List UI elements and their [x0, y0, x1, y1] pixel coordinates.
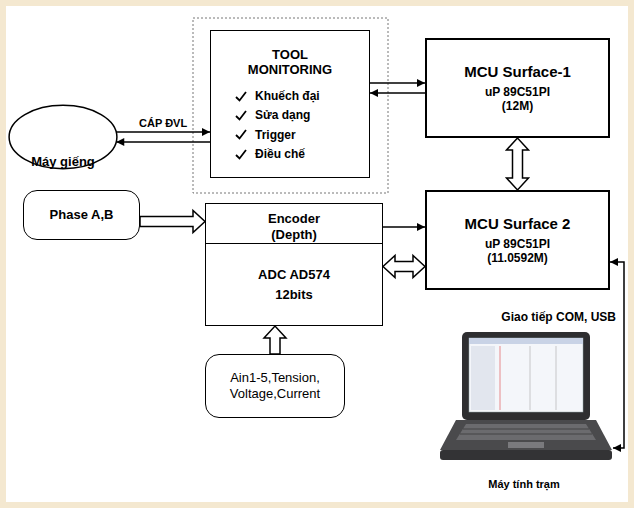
signal-source-box: Phase A,B — [23, 190, 140, 240]
node-title: MCU Surface 2 — [465, 215, 571, 233]
edge-label: CÁP ĐVL — [137, 117, 189, 129]
node-content: MCU Surface 2 uP 89C51PI(11.0592M) — [465, 215, 571, 266]
check-stroke — [236, 92, 246, 101]
signal-line — [116, 132, 210, 133]
signal-line — [610, 262, 624, 448]
node-detail: (12M) — [502, 99, 533, 113]
list-item-text: Điều chế — [255, 147, 305, 161]
node-title: Phase A,B — [50, 207, 114, 223]
signal-line — [383, 227, 425, 228]
mcu-box: MCU Surface 2 uP 89C51PI(11.0592M) — [425, 190, 610, 290]
tool-monitoring-box: TOOL MONITORING Khuếch đạiSửa dạngTrigger… — [210, 30, 370, 178]
check-mark — [235, 91, 247, 102]
check-stroke — [236, 111, 246, 120]
check-mark — [235, 110, 247, 121]
connector-line — [370, 92, 425, 94]
node-content: TOOL MONITORING Khuếch đạiSửa dạngTrigger… — [235, 47, 345, 162]
check-item: Điều chế — [235, 147, 305, 161]
laptop-illustration — [440, 332, 612, 460]
check-item: Sửa dạng — [235, 108, 310, 122]
connector-line — [116, 131, 210, 133]
block-arrow — [383, 256, 425, 278]
node-title: Ain1-5,Tension, Voltage,Current — [216, 370, 334, 401]
block-arrow — [140, 211, 205, 233]
block-arrow-shape — [507, 138, 529, 190]
check-item: Trigger — [235, 128, 296, 142]
signal-line — [370, 93, 425, 94]
list-item-text: Trigger — [255, 128, 296, 142]
node-content: Ain1-5,Tension, Voltage,Current — [216, 370, 334, 401]
well-machine-ellipse: Máy giếng — [8, 104, 118, 170]
node-title: ADC AD574 — [258, 267, 330, 283]
analog-inputs-box: Ain1-5,Tension, Voltage,Current — [205, 354, 345, 418]
list-item-text: Khuếch đại — [255, 89, 320, 103]
node-content: ADC AD574 12bits — [258, 267, 330, 302]
connector-line — [116, 141, 210, 143]
edge-label: Giao tiếp COM, USB — [499, 310, 618, 324]
laptop-computer: Máy tính trạm — [435, 330, 613, 495]
signal-line — [116, 142, 210, 143]
list-item-text: Sửa dạng — [255, 108, 310, 122]
block-arrow-shape — [264, 326, 286, 354]
node-content: Encoder (Depth) — [249, 211, 339, 242]
connector-line — [610, 262, 624, 448]
connector-line — [370, 82, 425, 84]
block-arrow — [507, 138, 529, 190]
node-detail: (11.0592M) — [487, 251, 548, 265]
connector-line — [383, 226, 425, 228]
check-item: Khuếch đại — [235, 89, 320, 103]
node-detail: 12bits — [275, 287, 313, 303]
node-detail: uP 89C51PI — [485, 85, 550, 99]
block-arrow-shape — [140, 211, 205, 233]
node-content: Máy giếng — [31, 154, 95, 170]
block-arrow-shape — [383, 256, 425, 278]
node-title: Máy giếng — [31, 154, 95, 170]
block-arrow — [264, 326, 286, 354]
node-title: Máy tính trạm — [488, 478, 560, 491]
node-title: TOOL MONITORING — [235, 47, 345, 78]
node-content: Phase A,B — [50, 207, 114, 223]
node-content: Máy tính trạm — [488, 478, 560, 491]
dotted-frame — [193, 18, 388, 193]
node-title: Encoder (Depth) — [249, 211, 339, 242]
check-mark — [235, 129, 247, 140]
check-mark — [235, 149, 247, 160]
node-content: MCU Surface-1 uP 89C51PI(12M) — [464, 63, 571, 114]
mcu-box: MCU Surface-1 uP 89C51PI(12M) — [425, 38, 610, 138]
check-stroke — [236, 130, 246, 139]
signal-line — [370, 83, 425, 84]
check-stroke — [236, 150, 246, 159]
node-title: MCU Surface-1 — [464, 63, 571, 81]
node-detail: uP 89C51PI — [485, 237, 550, 251]
adc-box: ADC AD574 12bits — [205, 243, 383, 326]
